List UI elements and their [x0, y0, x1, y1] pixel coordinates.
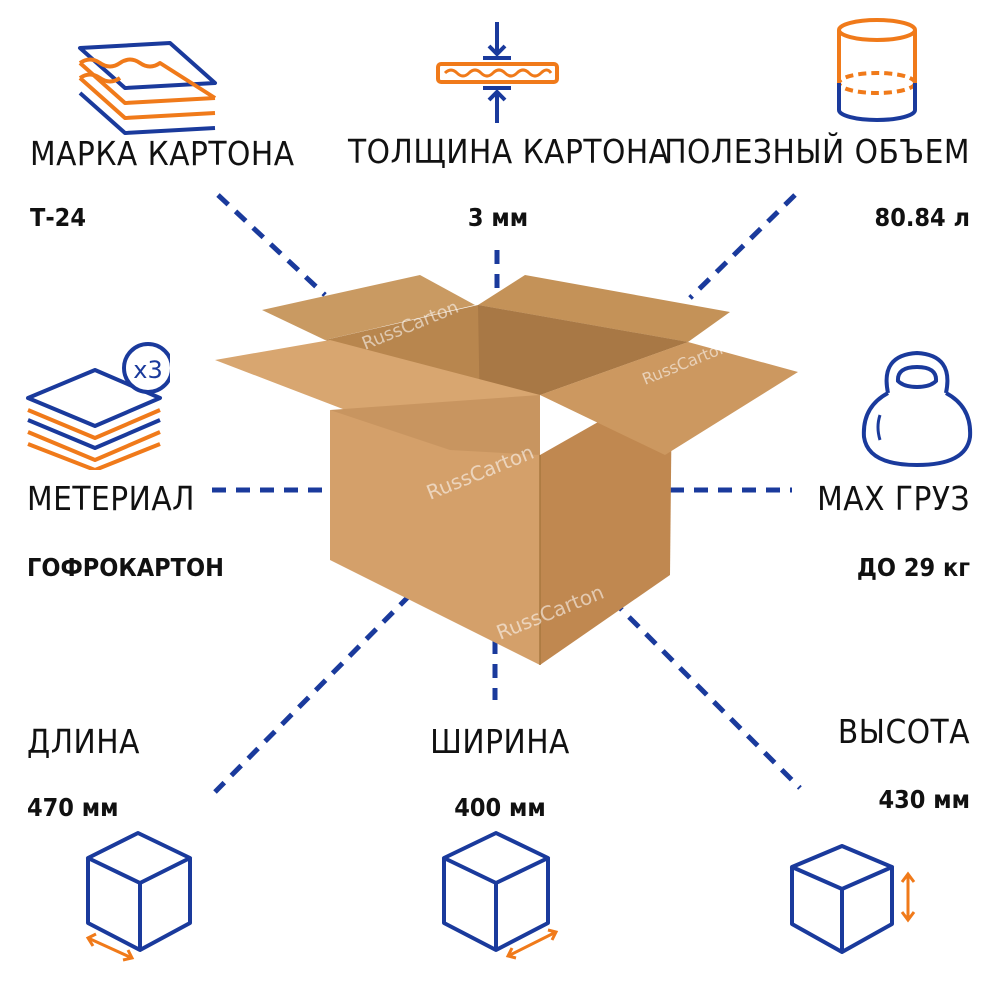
thickness-value: 3 мм [467, 203, 529, 232]
connector-height [610, 598, 802, 790]
brand-value: Т-24 [30, 203, 86, 232]
badge-x3: x3 [133, 356, 162, 384]
connector-brand [216, 193, 327, 297]
cylinder-volume-icon [837, 18, 917, 122]
box-front-left [330, 410, 540, 665]
box-front-right-flap [540, 342, 798, 455]
material-label: МЕТЕРИАЛ [27, 479, 196, 518]
width-label: ШИРИНА [430, 722, 570, 761]
width-value: 400 мм [454, 793, 546, 822]
thickness-label: ТОЛЩИНА КАРТОНА [348, 132, 670, 171]
length-label: ДЛИНА [27, 722, 140, 761]
thickness-arrows-icon [436, 22, 559, 123]
box-front-right [540, 380, 672, 665]
cube-length-icon [85, 831, 192, 962]
box-back-left-flap [262, 275, 475, 340]
connector-volume [688, 193, 797, 300]
box-back-right-flap [478, 275, 730, 342]
height-label: ВЫСОТА [837, 712, 970, 751]
layers-x3-icon: x3 [26, 342, 170, 470]
max-load-label: MAX ГРУЗ [817, 479, 970, 518]
volume-label: ПОЛЕЗНЫЙ ОБЪЕМ [664, 132, 970, 171]
box-front-edge [330, 395, 540, 455]
cardboard-layers-icon [78, 41, 217, 135]
height-value: 430 мм [878, 785, 970, 814]
brand-label: МАРКА КАРТОНА [30, 134, 295, 173]
kettlebell-icon [861, 350, 973, 468]
cube-height-icon [790, 844, 916, 954]
length-value: 470 мм [27, 793, 119, 822]
material-value: ГОФРОКАРТОН [27, 553, 224, 582]
cube-width-icon [442, 831, 559, 960]
box-interior-wall [478, 305, 688, 420]
max-load-value: ДО 29 кг [856, 553, 970, 582]
volume-value: 80.84 л [874, 203, 970, 232]
